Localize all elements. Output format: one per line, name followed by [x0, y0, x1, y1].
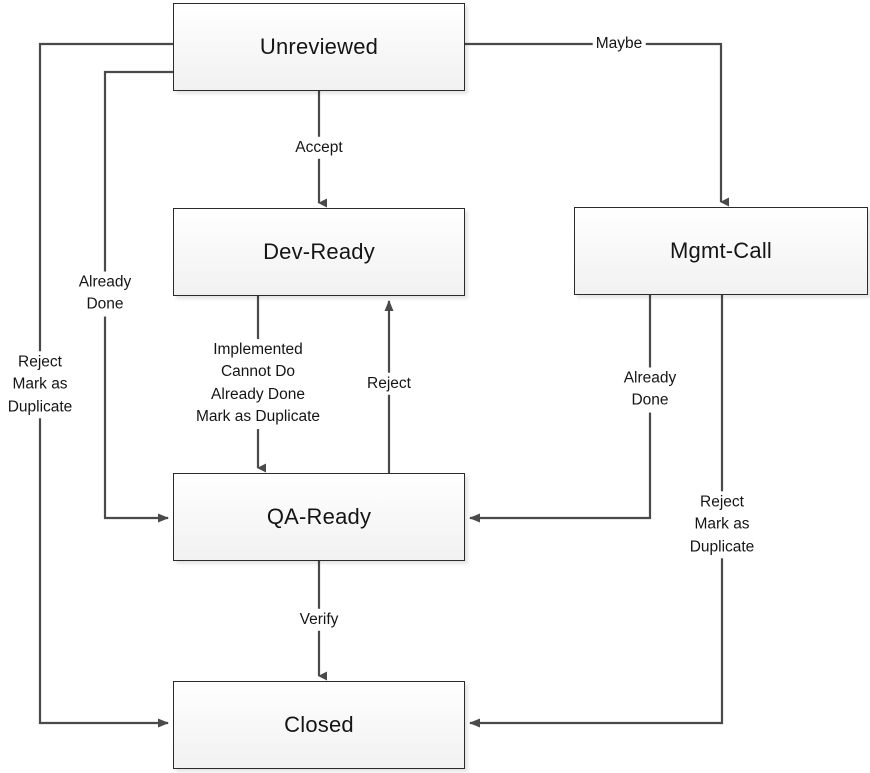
state-node-label: Mgmt-Call — [669, 238, 773, 263]
edge-mgmt-reject-dup — [469, 295, 724, 728]
state-node-label: Closed — [284, 712, 354, 737]
state-node-label: QA-Ready — [266, 504, 372, 529]
state-node-label: Unreviewed — [259, 34, 379, 59]
state-node-qa-ready[interactable]: QA-Ready — [173, 473, 465, 561]
state-node-mgmt-call[interactable]: Mgmt-Call — [574, 207, 868, 295]
state-node-unreviewed[interactable]: Unreviewed — [173, 3, 465, 91]
edge-unreviewed-already-done — [103, 70, 173, 523]
edge-unreviewed-reject-dup — [38, 42, 173, 728]
state-node-label: Dev-Ready — [263, 239, 375, 264]
state-node-dev-ready[interactable]: Dev-Ready — [173, 208, 465, 296]
edge-mgmt-already-done — [469, 295, 652, 523]
edge-maybe — [465, 42, 729, 207]
state-node-closed[interactable]: Closed — [173, 681, 465, 769]
